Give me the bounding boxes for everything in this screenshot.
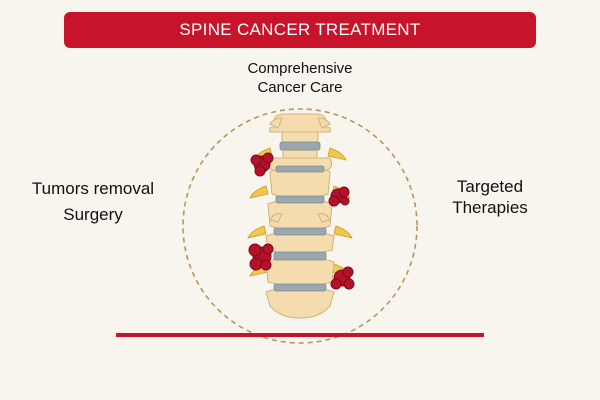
label-tumor-removal-line2: Surgery	[63, 205, 123, 225]
tumor-2	[328, 186, 350, 207]
label-comprehensive-care-line2: Cancer Care	[257, 78, 343, 96]
tumor-3	[248, 243, 274, 271]
disc-1	[279, 141, 321, 151]
label-tumor-removal-line1: Tumors removal	[31, 179, 155, 198]
label-tumor-removal: Tumors removal Surgery	[8, 176, 178, 229]
vertebra-1	[269, 113, 331, 133]
title-banner: SPINE CANCER TREATMENT	[64, 12, 536, 48]
disc-2	[275, 165, 325, 173]
tumor-4	[330, 266, 355, 290]
label-comprehensive-care: Comprehensive Cancer Care	[200, 60, 400, 98]
vertebra-6	[265, 258, 335, 287]
label-targeted-therapies: Targeted Therapies	[420, 176, 560, 219]
disc-4	[273, 227, 327, 236]
disc-5	[273, 251, 327, 261]
vertebra-5	[265, 232, 335, 255]
dashed-circle	[182, 108, 418, 344]
title-text: SPINE CANCER TREATMENT	[179, 20, 421, 39]
side-processes	[269, 117, 331, 223]
discs	[273, 141, 327, 292]
label-targeted-therapies-line1: Targeted	[456, 177, 524, 196]
disc-3	[275, 195, 325, 204]
disc-6	[273, 283, 327, 292]
vertebra-3	[269, 168, 331, 199]
tumors	[248, 152, 355, 290]
tumor-1	[250, 152, 274, 177]
bottom-divider	[116, 333, 484, 337]
vertebra-7	[265, 288, 335, 319]
label-comprehensive-care-line1: Comprehensive	[247, 60, 353, 77]
label-targeted-therapies-line2: Therapies	[452, 198, 528, 218]
